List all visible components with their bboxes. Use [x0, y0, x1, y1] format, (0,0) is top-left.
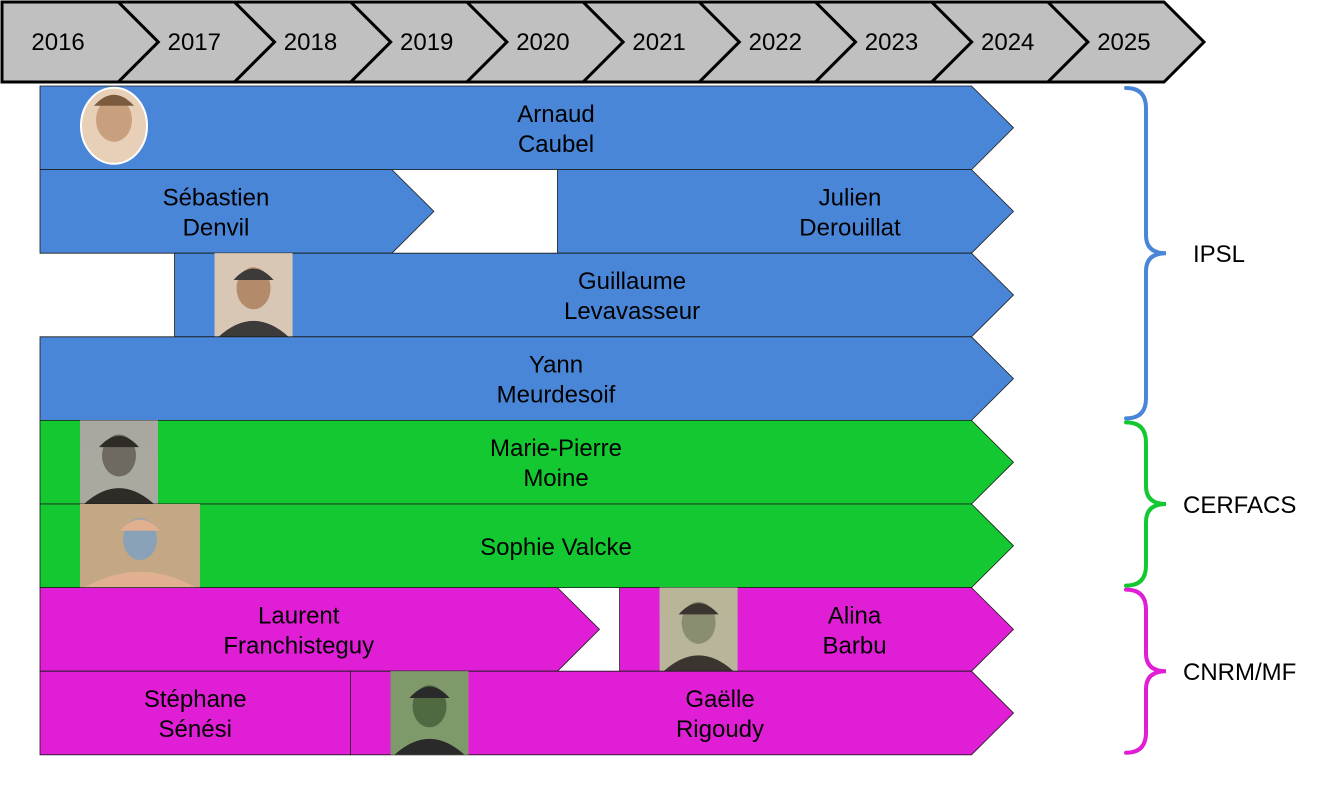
person-first-name: Julien: [819, 184, 882, 211]
year-label-2019: 2019: [400, 29, 453, 56]
person-first-name: Guillaume: [578, 268, 686, 295]
person-last-name: Denvil: [183, 214, 250, 241]
group-braces: IPSL CERFACS CNRM/MF: [1124, 86, 1296, 755]
person-last-name: Rigoudy: [676, 716, 764, 743]
group-label-cerfacs: CERFACS: [1183, 492, 1296, 519]
group-label-cnrm: CNRM/MF: [1183, 659, 1296, 686]
bar-shape: [39, 169, 435, 254]
portrait-photo: [80, 504, 200, 588]
person-last-name: Moine: [523, 465, 588, 492]
person-last-name: Franchisteguy: [223, 632, 374, 659]
person-last-name: Derouillat: [799, 214, 901, 241]
person-first-name: Gaëlle: [685, 686, 754, 713]
person-first-name: Arnaud: [517, 101, 594, 128]
year-label-2020: 2020: [516, 29, 569, 56]
bar-shape: [39, 587, 601, 672]
person-bar-sophie-valcke: Sophie Valcke: [39, 503, 1015, 588]
portrait-photo: [214, 253, 293, 337]
brace-shape: [1124, 86, 1167, 421]
bar-shape: [350, 670, 1015, 756]
bar-shape: [39, 419, 1015, 505]
year-label-2023: 2023: [865, 29, 918, 56]
person-first-name: Sébastien: [163, 184, 270, 211]
bar-shape: [39, 336, 1015, 421]
person-last-name: Barbu: [823, 632, 887, 659]
person-last-name: Caubel: [518, 131, 594, 158]
person-last-name: Meurdesoif: [497, 382, 616, 409]
year-chevron-2016: [0, 0, 161, 84]
person-last-name: Levavasseur: [564, 298, 700, 325]
person-last-name: Sénési: [159, 716, 232, 743]
person-first-name: Laurent: [258, 602, 340, 629]
person-full-name: Sophie Valcke: [480, 534, 632, 561]
person-first-name: Alina: [828, 602, 882, 629]
bar-shape: [557, 169, 1015, 254]
group-brace-cerfacs: CERFACS: [1124, 420, 1296, 588]
person-first-name: Stéphane: [144, 686, 247, 713]
year-label-2016: 2016: [31, 29, 84, 56]
portrait-photo: [390, 671, 469, 755]
year-label-2021: 2021: [632, 29, 685, 56]
bar-shape: [39, 503, 1015, 588]
brace-shape: [1124, 587, 1167, 755]
year-label-2025: 2025: [1097, 29, 1150, 56]
portrait-photo: [80, 86, 148, 165]
bar-shape: [174, 252, 1015, 338]
group-label-ipsl: IPSL: [1193, 241, 1245, 268]
year-label-2018: 2018: [284, 29, 337, 56]
brace-shape: [1124, 420, 1167, 588]
bar-shape: [39, 85, 1015, 171]
portrait-photo: [659, 587, 738, 672]
year-timeline: 2025 2024 2023 2022 2021 2020 2019 2018 2017 2016: [0, 0, 1207, 84]
group-brace-ipsl: IPSL: [1124, 86, 1245, 421]
person-first-name: Yann: [529, 352, 583, 379]
person-first-name: Marie-Pierre: [490, 435, 622, 462]
year-label-2017: 2017: [168, 29, 221, 56]
portrait-photo: [80, 420, 158, 504]
year-label-2024: 2024: [981, 29, 1034, 56]
year-label-2022: 2022: [749, 29, 802, 56]
group-brace-cnrm: CNRM/MF: [1124, 587, 1296, 755]
